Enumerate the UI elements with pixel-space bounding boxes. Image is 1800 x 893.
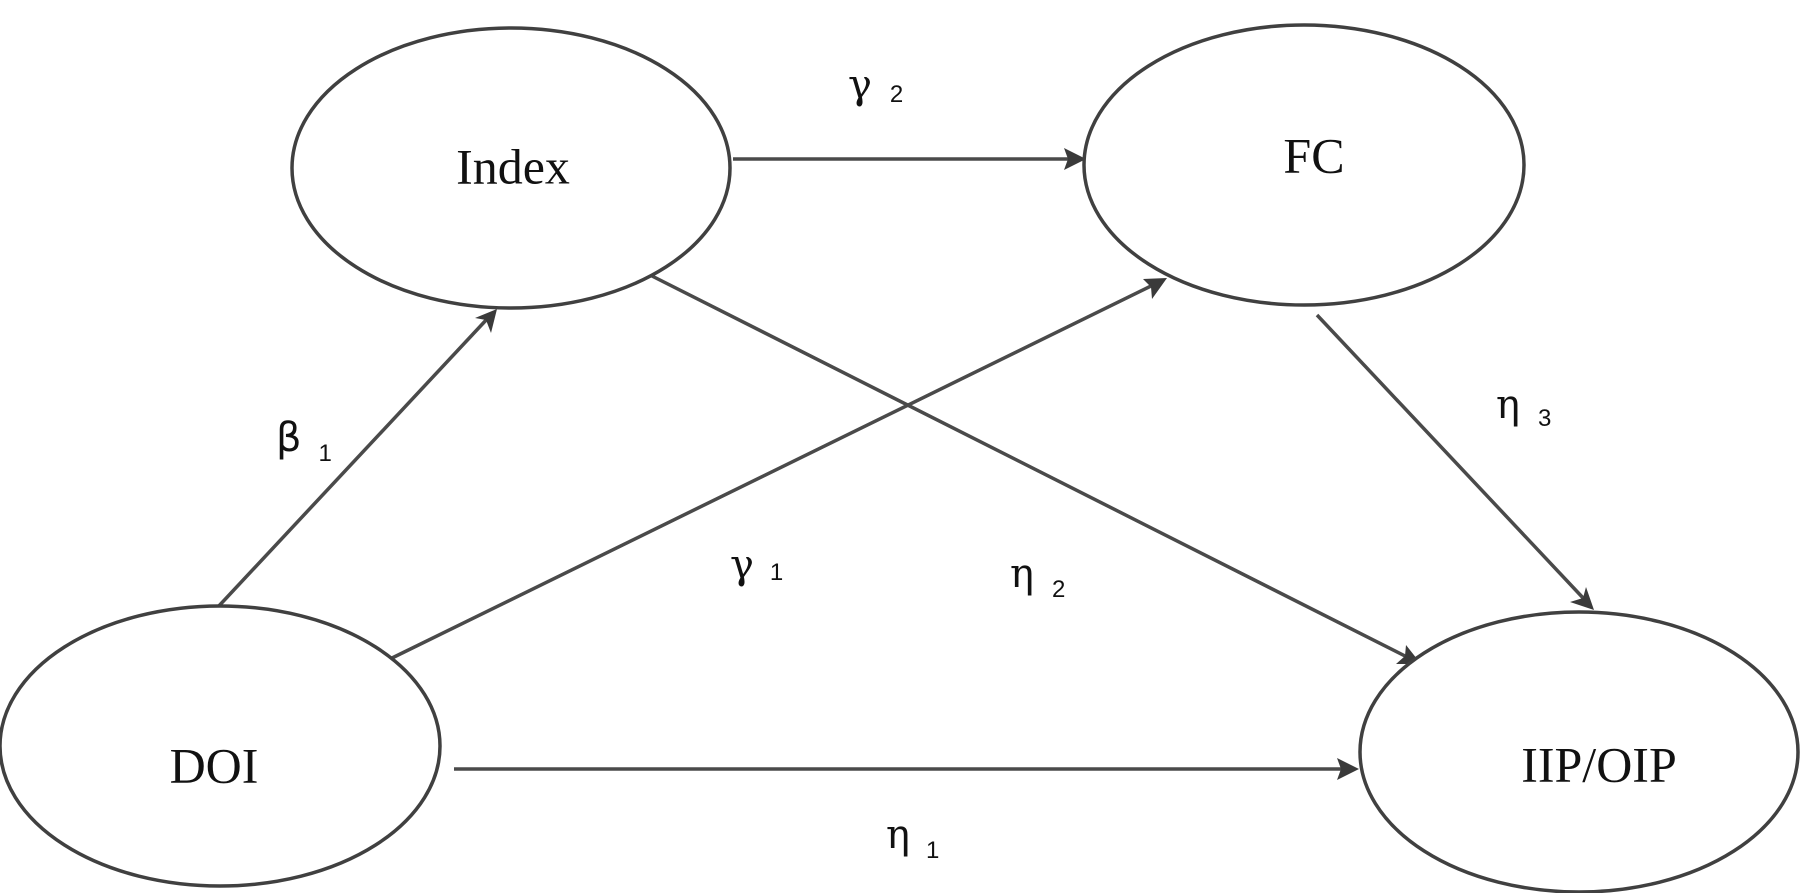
edge-label-eta2: η 2 [1010, 551, 1065, 603]
edge-fc-to-iip [1315, 313, 1594, 610]
edge-label-eta3-subscript: 3 [1538, 405, 1551, 432]
edge-doi-to-iip [454, 758, 1359, 780]
edge-label-gamma2: γ 2 [848, 62, 903, 108]
edge-label-eta1-symbol: η [886, 812, 910, 858]
edge-label-beta1-symbol: β [276, 415, 302, 461]
arrowhead-icon [1337, 758, 1359, 780]
edge-line-fc-iip [1315, 313, 1587, 602]
node-index-label: Index [456, 138, 570, 194]
edge-labels: γ 2 β 1 γ 1 η 2 η 3 η 1 [276, 62, 1551, 864]
node-index-ellipse [290, 26, 732, 310]
edge-label-beta1-subscript: 1 [319, 440, 332, 467]
nodes: Index FC DOI IIP/OIP [0, 23, 1800, 893]
node-index: Index [290, 26, 732, 310]
node-iip: IIP/OIP [1358, 610, 1800, 893]
edge-label-eta3: η 3 [1496, 382, 1551, 432]
edge-label-eta3-symbol: η [1496, 382, 1520, 428]
edges [215, 148, 1594, 780]
arrowhead-icon [1064, 148, 1086, 170]
edge-label-gamma1-subscript: 1 [770, 559, 783, 586]
edge-line-doi-fc [389, 283, 1154, 661]
node-doi: DOI [0, 604, 442, 888]
edge-label-beta1: β 1 [276, 415, 332, 467]
edge-index-to-iip [649, 273, 1421, 664]
node-iip-label: IIP/OIP [1521, 736, 1677, 792]
edge-line-index-iip [649, 273, 1408, 659]
edge-label-eta2-subscript: 2 [1052, 576, 1065, 603]
edge-doi-to-fc [389, 278, 1167, 661]
edge-doi-to-index [215, 309, 497, 610]
edge-label-eta1-subscript: 1 [926, 837, 939, 864]
arrowhead-icon [1143, 278, 1167, 299]
edge-label-eta2-symbol: η [1010, 551, 1034, 597]
edge-label-gamma1: γ 1 [730, 542, 783, 588]
edge-label-gamma2-symbol: γ [848, 62, 872, 108]
edge-label-gamma2-subscript: 2 [890, 81, 903, 108]
arrowhead-icon [1570, 587, 1594, 610]
node-fc-label: FC [1283, 127, 1344, 183]
arrowhead-icon [475, 309, 497, 333]
edge-index-to-fc [733, 148, 1086, 170]
edge-line-doi-index [215, 316, 490, 610]
node-doi-label: DOI [170, 737, 259, 793]
node-fc: FC [1082, 23, 1526, 307]
node-fc-ellipse [1082, 23, 1526, 307]
node-doi-ellipse [0, 604, 442, 888]
edge-label-gamma1-symbol: γ [730, 542, 754, 588]
edge-label-eta1: η 1 [886, 812, 939, 864]
node-iip-ellipse [1358, 610, 1800, 893]
